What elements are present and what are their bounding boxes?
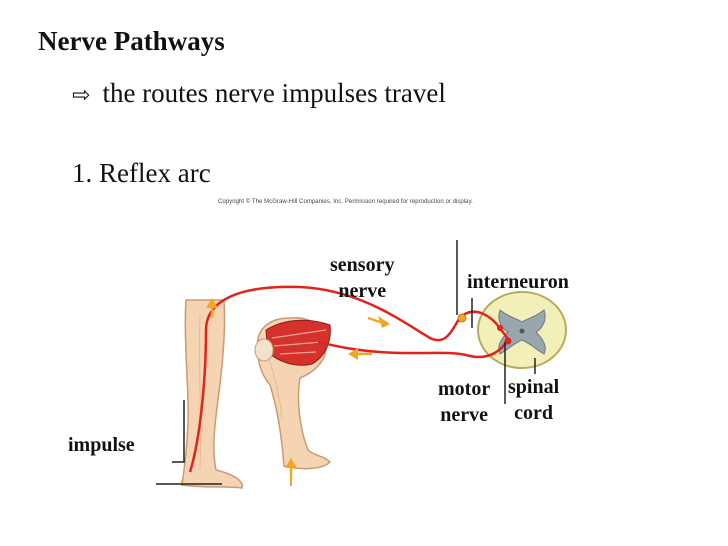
copyright-notice: Copyright © The McGraw-Hill Companies, I… xyxy=(218,199,473,205)
spinal-label-line1: spinal xyxy=(508,376,560,398)
bullet-text: the routes nerve impulses travel xyxy=(102,78,446,108)
sensory-label-line2: nerve xyxy=(338,280,387,302)
impulse-label: impulse xyxy=(68,434,135,456)
arrow-icon: ⇨ xyxy=(72,83,91,108)
sensory-nerve-label: sensory nerve xyxy=(330,254,394,302)
spinal-cord-label: spinal cord xyxy=(508,376,559,424)
sensory-label-line1: sensory xyxy=(330,254,395,276)
neuron-bodies xyxy=(457,313,512,345)
spinal-cord-section xyxy=(477,291,567,369)
spinal-label-line2: cord xyxy=(514,402,554,424)
motor-label-line1: motor xyxy=(438,378,491,400)
bent-leg xyxy=(254,317,332,470)
knee-cap xyxy=(254,338,274,362)
slide-title: Nerve Pathways xyxy=(38,26,225,56)
motor-nerve-line xyxy=(317,339,510,359)
bullet-line: ⇨ the routes nerve impulses travel xyxy=(72,78,446,109)
interneuron-label: interneuron xyxy=(467,271,569,293)
standing-leg xyxy=(181,299,243,489)
leader-lines xyxy=(156,240,536,485)
impulse-arrows xyxy=(206,298,390,478)
motor-label-line2: nerve xyxy=(440,404,488,426)
motor-nerve-label: motor nerve xyxy=(438,378,490,426)
stimulus-markers xyxy=(181,478,292,486)
subheading: 1. Reflex arc xyxy=(72,158,211,188)
